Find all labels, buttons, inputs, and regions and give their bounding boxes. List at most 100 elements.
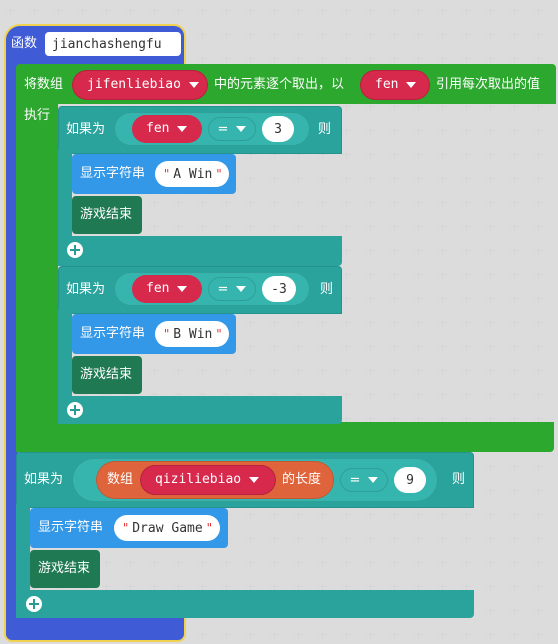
foreach-array-dropdown[interactable]: jifenliebiao [72,70,208,100]
grid-plus-mark [198,366,207,375]
if3-game-over-block[interactable] [30,550,100,588]
grid-plus-mark [534,630,543,639]
grid-plus-mark [150,390,159,399]
grid-plus-mark [126,558,135,567]
grid-plus-mark [510,486,519,495]
grid-plus-mark [462,342,471,351]
if2-game-over-block[interactable] [72,356,142,394]
grid-plus-mark [534,102,543,111]
if3-show-string-input[interactable]: "Draw Game" [114,515,220,541]
if1-show-label: 显示字符串 [80,166,146,181]
if1-show-string-input[interactable]: "A Win" [155,161,229,187]
grid-plus-mark [318,150,327,159]
grid-plus-mark [390,54,399,63]
grid-plus-mark [6,6,15,15]
grid-plus-mark [390,222,399,231]
grid-plus-mark [318,198,327,207]
grid-plus-mark [246,150,255,159]
grid-plus-mark [318,390,327,399]
grid-plus-mark [390,294,399,303]
grid-plus-mark [486,582,495,591]
grid-plus-mark [534,342,543,351]
chevron-down-icon [177,286,188,292]
grid-plus-mark [102,390,111,399]
grid-plus-mark [174,558,183,567]
if3-value-input[interactable]: 9 [394,467,426,493]
if3-array-dropdown[interactable]: qiziliebiao [140,465,276,495]
grid-plus-mark [462,582,471,591]
if1-value-input[interactable]: 3 [262,116,294,142]
grid-plus-mark [318,558,327,567]
if1-var-dropdown[interactable]: fen [132,115,202,143]
if1-add-icon[interactable] [67,242,83,258]
grid-plus-mark [150,558,159,567]
grid-plus-mark [510,246,519,255]
grid-plus-mark [246,630,255,639]
grid-plus-mark [222,30,231,39]
chevron-down-icon [236,286,247,292]
grid-plus-mark [150,366,159,375]
grid-plus-mark [486,126,495,135]
if3-add-icon[interactable] [26,596,42,612]
grid-plus-mark [246,510,255,519]
grid-plus-mark [390,150,399,159]
grid-plus-mark [414,294,423,303]
grid-plus-mark [414,414,423,423]
grid-plus-mark [366,270,375,279]
if1-game-over-block[interactable] [72,196,142,234]
grid-plus-mark [510,630,519,639]
grid-plus-mark [486,270,495,279]
grid-plus-mark [318,174,327,183]
grid-plus-mark [342,222,351,231]
grid-plus-mark [486,390,495,399]
if2-operator-dropdown[interactable]: = [208,277,256,301]
grid-plus-mark [318,582,327,591]
grid-plus-mark [246,342,255,351]
grid-plus-mark [126,582,135,591]
grid-plus-mark [414,318,423,327]
grid-plus-mark [534,198,543,207]
function-name-field[interactable]: jianchashengfu [45,32,181,56]
grid-plus-mark [438,318,447,327]
grid-plus-mark [270,30,279,39]
grid-plus-mark [534,486,543,495]
grid-plus-mark [486,366,495,375]
grid-plus-mark [78,390,87,399]
grid-plus-mark [510,462,519,471]
grid-plus-mark [390,6,399,15]
grid-plus-mark [294,174,303,183]
grid-plus-mark [198,30,207,39]
grid-plus-mark [366,414,375,423]
grid-plus-mark [438,294,447,303]
grid-plus-mark [462,630,471,639]
grid-plus-mark [510,222,519,231]
grid-plus-mark [462,270,471,279]
grid-plus-mark [342,102,351,111]
grid-plus-mark [390,582,399,591]
grid-plus-mark [462,102,471,111]
if3-operator-dropdown[interactable]: = [340,468,388,492]
grid-plus-mark [486,294,495,303]
if1-end-label: 游戏结束 [80,207,133,222]
grid-plus-mark [414,534,423,543]
grid-plus-mark [30,6,39,15]
grid-plus-mark [486,534,495,543]
if2-add-icon[interactable] [67,402,83,418]
foreach-item-dropdown[interactable]: fen [360,70,430,100]
grid-plus-mark [318,222,327,231]
grid-plus-mark [534,390,543,399]
grid-plus-mark [342,390,351,399]
if3-keyword: 如果为 [24,472,64,487]
if1-operator-dropdown[interactable]: = [208,117,256,141]
grid-plus-mark [150,6,159,15]
if2-value-input[interactable]: -3 [262,276,296,302]
if2-show-string-input[interactable]: "B Win" [155,321,229,347]
grid-plus-mark [294,510,303,519]
grid-plus-mark [414,558,423,567]
grid-plus-mark [510,534,519,543]
grid-plus-mark [270,582,279,591]
if2-var-dropdown[interactable]: fen [132,275,202,303]
grid-plus-mark [174,6,183,15]
grid-plus-mark [510,390,519,399]
grid-plus-mark [414,582,423,591]
